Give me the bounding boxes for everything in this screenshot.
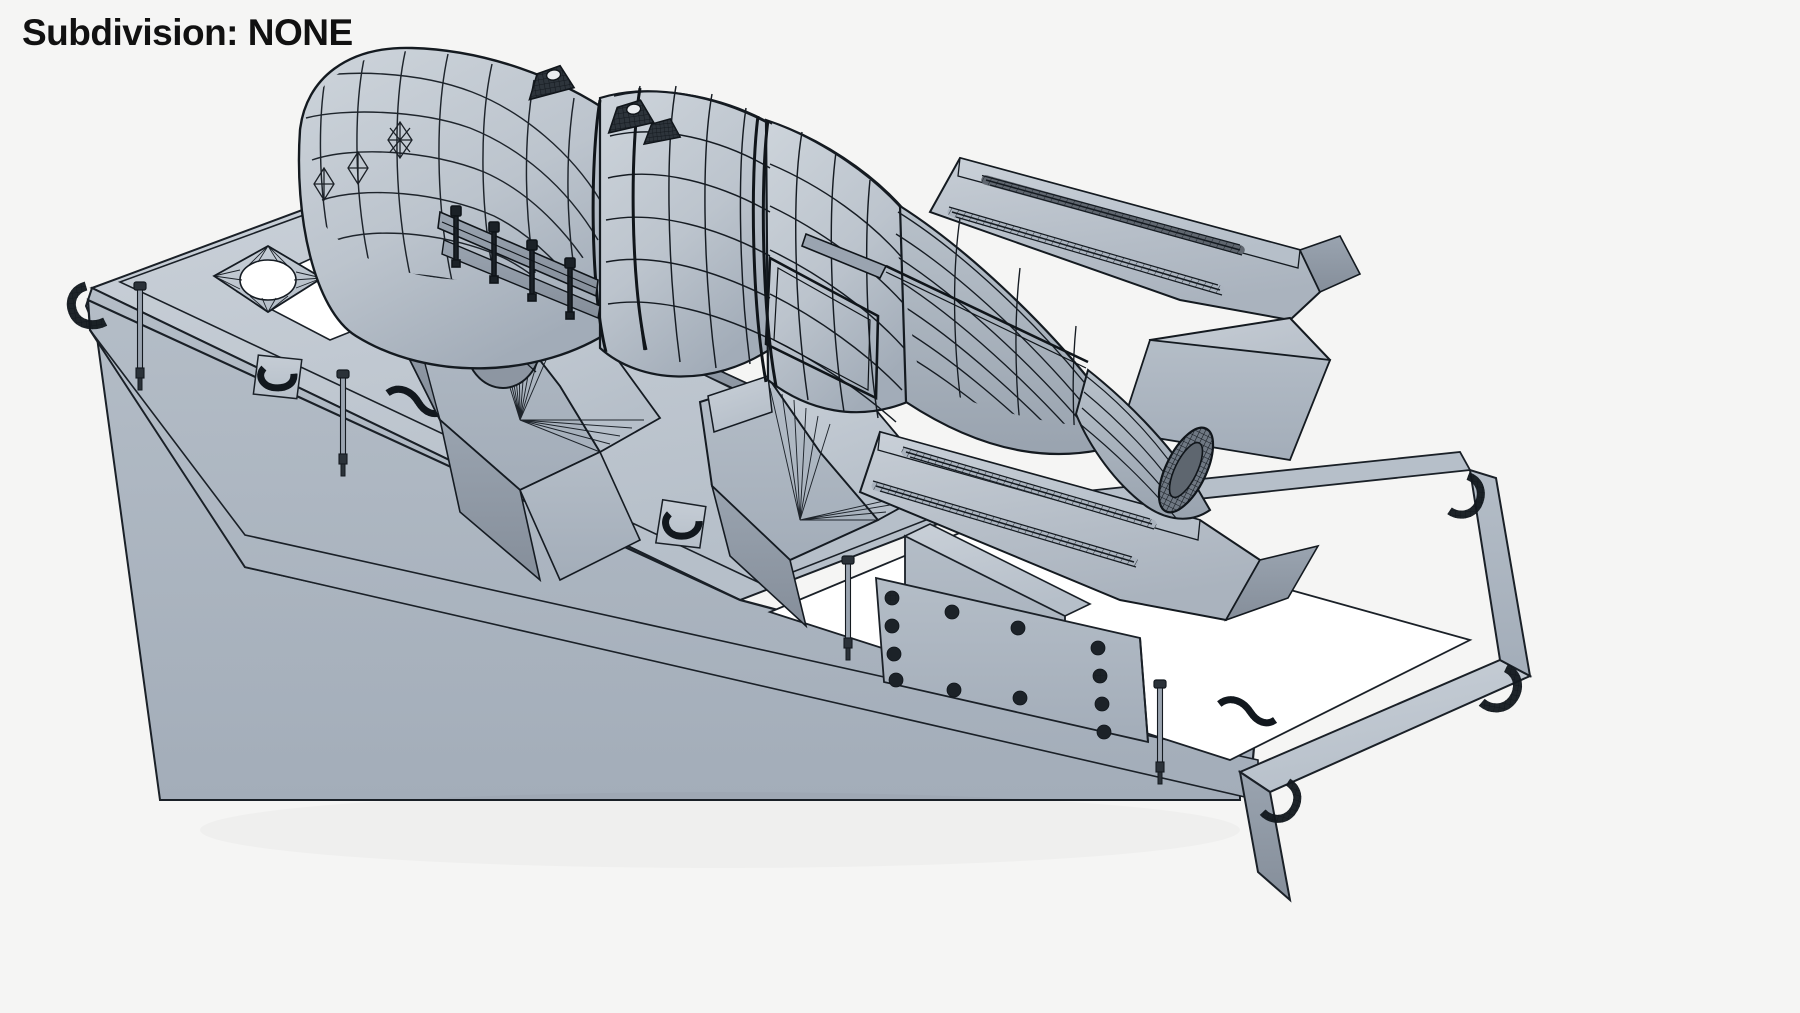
saddle-tab — [707, 374, 773, 433]
lightening-hole — [212, 244, 324, 314]
fin-shroud — [1118, 339, 1332, 462]
subdivision-status-label: Subdivision: NONE — [22, 12, 353, 53]
reinforcing-band — [591, 87, 778, 387]
frame-crossmember-top — [903, 523, 1092, 617]
fin-rib — [981, 174, 1245, 256]
subdivision-label-value: NONE — [247, 12, 353, 53]
rivet — [886, 646, 902, 662]
suspension-lug-rail — [437, 205, 601, 320]
tail-fin-assembly — [858, 156, 1362, 622]
subdivision-label-prefix: Subdivision: — [22, 12, 239, 53]
rivet — [1010, 620, 1026, 636]
rivet — [1090, 640, 1106, 656]
riveted-plate — [875, 576, 1149, 744]
frame-rail-right-web — [1468, 468, 1532, 678]
rivet — [884, 618, 900, 634]
ground-shadow — [200, 792, 1240, 868]
rivet — [944, 604, 960, 620]
body-wireframe — [605, 85, 907, 423]
rivet — [888, 672, 904, 688]
access-hatch-inner — [773, 267, 871, 391]
rope-loop — [66, 281, 1522, 823]
access-hatch — [764, 255, 880, 401]
hoist-lug — [528, 64, 682, 146]
bomb-body — [297, 46, 1215, 520]
rivet — [1094, 696, 1110, 712]
fin-rib — [901, 446, 1157, 530]
rivet — [1012, 690, 1028, 706]
fin-endcap — [1298, 235, 1362, 294]
saddle-web — [710, 483, 808, 629]
body-conduit-line — [885, 264, 1089, 364]
fin-endcap — [1224, 544, 1320, 622]
rivet — [1096, 724, 1112, 740]
fin-rib — [871, 480, 1139, 568]
body-conduit — [801, 232, 888, 280]
saddle-web — [518, 450, 642, 582]
lug-bolt — [450, 205, 576, 320]
rivet — [946, 682, 962, 698]
fin-rib — [947, 206, 1225, 296]
plate-seam — [1139, 637, 1149, 743]
frame-rail-right-end — [1238, 769, 1292, 903]
saddle-web — [438, 417, 542, 583]
tail-nozzle — [1157, 426, 1215, 514]
